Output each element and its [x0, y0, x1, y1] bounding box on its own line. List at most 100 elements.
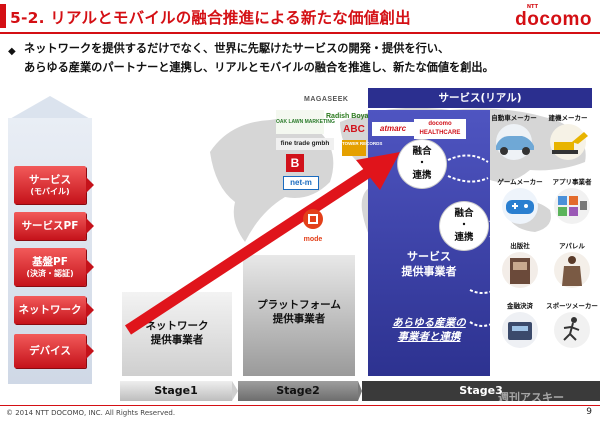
brand-name: docomo: [515, 9, 592, 30]
apparel-icon: [554, 252, 590, 288]
stage-2-bar: Stage2: [238, 381, 358, 401]
service-label: スポーツメーカー: [546, 302, 598, 310]
brand-logo: NTT docomo: [502, 4, 592, 30]
car-icon: [496, 124, 534, 160]
collab-line-2: 事業者と連携: [397, 331, 461, 343]
oak-lawn-logo: OAK LAWN MARKETING: [276, 110, 335, 134]
stage-2-tip: [358, 381, 362, 401]
layer-label: デバイス: [29, 345, 71, 357]
layer-label: サービスPF: [21, 220, 79, 232]
brand-ntt: NTT: [526, 4, 538, 10]
layer-label: サービス: [29, 174, 71, 186]
service-label: 金融決済: [507, 302, 533, 310]
service-sports-maker: スポーツメーカー: [546, 300, 598, 354]
box-line-2: 提供事業者: [150, 334, 204, 346]
runner-icon: [554, 312, 590, 348]
tower-records-logo: TOWER RECORDS: [342, 140, 382, 156]
game-controller-icon: [502, 188, 538, 224]
layer-arrow-icon: [86, 177, 94, 193]
service-label: ゲームメーカー: [497, 178, 543, 186]
page-title: 5-2. リアルとモバイルの融合推進による新たな価値創出: [10, 9, 411, 27]
stage-1-tip: [232, 381, 238, 401]
title-rule: [0, 32, 600, 34]
title-accent-stripe: [0, 4, 6, 28]
health-name: HEALTHCARE: [419, 130, 461, 136]
b-logo: B: [286, 154, 304, 172]
service-label: アプリ事業者: [552, 178, 592, 186]
stack-arrow-head: [8, 96, 92, 120]
payment-terminal-icon: [502, 312, 538, 348]
service-label: 出版社: [510, 242, 530, 250]
collab-text: あらゆる産業の 事業者と連携: [368, 316, 490, 344]
health-brand: docomo: [428, 121, 452, 127]
collab-line-1: あらゆる産業の: [392, 317, 466, 329]
service-game-maker: ゲームメーカー: [494, 176, 546, 230]
radish-boya-logo: Radish Boya: [326, 113, 369, 120]
fusion-line-3: 連携: [454, 232, 474, 243]
service-publisher: 出版社: [494, 240, 546, 294]
excavator-icon: [550, 124, 588, 160]
docomo-healthcare-logo: docomo HEALTHCARE: [414, 119, 466, 139]
watermark: 週刊アスキー: [498, 391, 564, 404]
fine-trade-logo: fine trade gmbh: [276, 138, 334, 150]
footer-rule: [0, 405, 600, 406]
service-automaker: 自動車メーカー: [488, 112, 540, 166]
layer-service-mobile: サービス (モバイル): [14, 166, 86, 204]
imode-logo: mode: [296, 208, 330, 243]
stage-3-bar: Stage3: [362, 381, 600, 401]
atmarc-logo: atmarc: [372, 122, 414, 136]
fusion-line-1: 融合: [412, 146, 432, 157]
magaseek-logo: MAGASEEK: [304, 96, 349, 103]
fusion-line-2: ・: [417, 158, 427, 169]
fusion-line-1: 融合: [454, 208, 474, 219]
service-label: 自動車メーカー: [491, 114, 537, 122]
service-construction: 建機メーカー: [542, 112, 594, 166]
layer-arrow-icon: [86, 302, 94, 318]
fusion-line-2: ・: [459, 220, 469, 231]
page-number: 9: [586, 407, 592, 417]
service-financial-payment: 金融決済: [494, 300, 546, 354]
net-m-logo: net-m: [283, 176, 319, 190]
stage-label: Stage3: [459, 384, 503, 397]
service-real-header: サービス(リアル): [368, 88, 592, 108]
service-label: 建機メーカー: [548, 114, 588, 122]
fusion-circle-1: 融合 ・ 連携: [398, 140, 446, 188]
network-provider-box: ネットワーク 提供事業者: [122, 292, 232, 376]
layer-sub: (モバイル): [30, 187, 70, 196]
layer-device: デバイス: [14, 334, 86, 368]
copyright: © 2014 NTT DOCOMO, INC. All Rights Reser…: [6, 409, 176, 417]
layer-label: ネットワーク: [18, 304, 82, 316]
fusion-line-3: 連携: [412, 170, 432, 181]
box-line-2: 提供事業者: [401, 265, 457, 278]
layer-label: 基盤PF: [32, 256, 68, 268]
intro-line-2: あらゆる産業のパートナーと連携し、リアルとモバイルの融合を推進し、新たな価値を創…: [24, 61, 494, 74]
book-icon: [502, 252, 538, 288]
diamond-bullet-icon: ◆: [8, 46, 16, 57]
layer-network: ネットワーク: [14, 296, 86, 324]
stage-1-bar: Stage1: [120, 381, 232, 401]
intro-line-1: ネットワークを提供するだけでなく、世界に先駆けたサービスの開発・提供を行い、: [24, 42, 450, 55]
service-apparel: アパレル: [546, 240, 598, 294]
layer-sub: (決済・認証): [26, 269, 74, 278]
box-line-1: ネットワーク: [145, 320, 209, 332]
box-line-1: サービス: [407, 250, 451, 263]
layer-service-pf: サービスPF: [14, 212, 86, 240]
layer-arrow-icon: [86, 259, 94, 275]
service-label: アパレル: [559, 242, 585, 250]
layer-base-pf: 基盤PF (決済・認証): [14, 248, 86, 286]
layer-arrow-icon: [86, 218, 94, 234]
box-line-1: プラットフォーム: [257, 299, 341, 311]
stage-label: Stage1: [154, 384, 198, 397]
abc-mart-logo: ABC: [343, 124, 365, 135]
platform-provider-box: プラットフォーム 提供事業者: [243, 255, 355, 376]
stage-label: Stage2: [276, 384, 320, 397]
box-line-2: 提供事業者: [272, 313, 326, 325]
layer-arrow-icon: [86, 343, 94, 359]
imode-mark-icon: [303, 209, 323, 229]
title-bar: 5-2. リアルとモバイルの融合推進による新たな価値創出 NTT docomo: [0, 0, 600, 32]
service-app-developer: アプリ事業者: [546, 176, 598, 230]
fusion-circle-2: 融合 ・ 連携: [440, 202, 488, 250]
app-icons-icon: [554, 188, 590, 224]
imode-text: mode: [303, 236, 323, 243]
